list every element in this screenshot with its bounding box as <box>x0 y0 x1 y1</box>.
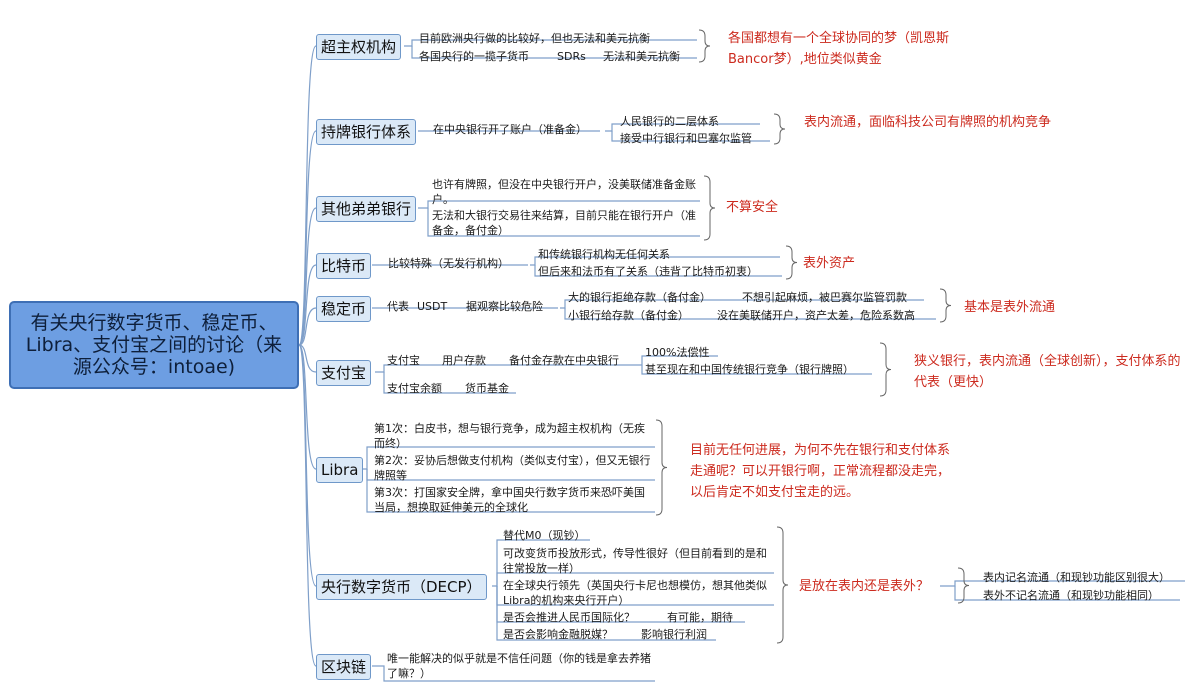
stablecoin-item-usdt[interactable]: USDT <box>417 300 448 313</box>
alipay-item-reserve-central[interactable]: 备付金存款在中央银行 <box>509 354 619 367</box>
topic-small-banks-label: 其他弟弟银行 <box>321 200 412 218</box>
dcep-item-issuance[interactable]: 可改变货币投放形式，传导性很好（但目前看到的是和往常投放一样） <box>503 547 767 575</box>
dcep-item-disintermediation[interactable]: 是否会影响金融脱媒？ <box>503 628 613 641</box>
alipay-item-money-fund[interactable]: 货币基金 <box>465 382 509 395</box>
licensed-note: 表内流通，面临科技公司有牌照的机构竞争 <box>804 115 1052 130</box>
topic-bitcoin-label: 比特币 <box>321 257 367 275</box>
dcep-item-bank-profit[interactable]: 影响银行利润 <box>641 628 707 641</box>
supranational-item-basket[interactable]: 各国央行的一揽子货币 <box>419 50 529 63</box>
topic-small-banks[interactable]: 其他弟弟银行 <box>316 196 417 222</box>
small-banks-note: 不算安全 <box>726 200 779 215</box>
brace-small-banks <box>703 175 716 241</box>
root-to-topic-0 <box>298 45 317 346</box>
brace-alipay <box>879 342 892 397</box>
supranational-item-ecb[interactable]: 目前欧洲央行做的比较好，但也无法和美元抗衡 <box>419 32 650 45</box>
stablecoin-item-small-banks[interactable]: 小银行给存款（备付金） <box>568 309 689 322</box>
supranational-item-cannot-rival[interactable]: 无法和美元抗衡 <box>603 50 680 63</box>
root-to-topic-5 <box>298 344 317 373</box>
supranational-item-sdrs[interactable]: SDRs <box>557 50 586 63</box>
root-to-topic-3 <box>298 264 317 346</box>
brace-libra <box>655 419 668 516</box>
licensed-item-two-tier[interactable]: 人民银行的二层体系 <box>620 115 719 128</box>
bitcoin-item-no-bank-relation[interactable]: 和传统银行机构无任何关系 <box>538 248 670 261</box>
topic-blockchain[interactable]: 区块链 <box>316 654 372 680</box>
topic-libra-label: Libra <box>321 461 359 479</box>
topic-libra[interactable]: Libra <box>316 457 364 483</box>
alipay-item-user-deposits[interactable]: 用户存款 <box>442 354 486 367</box>
topic-stablecoin[interactable]: 稳定币 <box>316 296 372 322</box>
brace-supranational <box>698 29 711 63</box>
small-banks-item-no-reserve[interactable]: 也许有牌照，但没在中央银行开户，没美联储准备金账户。 <box>432 178 696 206</box>
bitcoin-item-no-issuer[interactable]: 比较特殊（无发行机构） <box>388 257 509 270</box>
alipay-item-legal-tender[interactable]: 100%法偿性 <box>645 346 710 359</box>
brace-dcep-leaves <box>957 567 970 604</box>
stablecoin-note: 基本是表外流通 <box>964 300 1056 315</box>
libra-item-first[interactable]: 第1次：白皮书，想与银行竞争，成为超主权机构（无疾而终） <box>374 422 645 450</box>
topic-licensed-banks[interactable]: 持牌银行体系 <box>316 119 417 145</box>
brace-bitcoin <box>785 245 798 280</box>
topic-licensed-banks-label: 持牌银行体系 <box>321 123 412 141</box>
dcep-item-replace-m0[interactable]: 替代M0（现钞） <box>503 529 586 542</box>
alipay-item-compete-banks[interactable]: 甚至现在和中国传统银行竞争（银行牌照） <box>645 363 854 376</box>
root-to-topic-1 <box>298 130 317 346</box>
stablecoin-item-big-banks[interactable]: 大的银行拒绝存款（备付金） <box>568 291 711 304</box>
root-to-topic-2 <box>298 207 317 346</box>
topic-bitcoin[interactable]: 比特币 <box>316 253 372 279</box>
dcep-item-internationalization[interactable]: 是否会推进人民币国际化？ <box>503 611 635 624</box>
brace-stablecoin <box>939 288 952 323</box>
topic-supranational-label: 超主权机构 <box>321 38 397 56</box>
central-topic-label: 有关央行数字货币、稳定币、Libra、支付宝之间的讨论（来源公众号：intoae… <box>25 312 283 378</box>
bitcoin-item-fiat-relation[interactable]: 但后来和法币有了关系（违背了比特币初衷） <box>538 265 758 278</box>
bitcoin-note: 表外资产 <box>803 256 856 271</box>
root-to-topic-4 <box>298 307 317 346</box>
root-to-topic-6 <box>298 344 317 470</box>
alipay-note: 狭义银行，表内流通（全球创新），支付体系的代表（更快） <box>914 354 1181 390</box>
stablecoin-item-high-risk[interactable]: 没在美联储开户，资产太差，危险系数高 <box>717 309 915 322</box>
dcep-note: 是放在表内还是表外？ <box>799 579 930 594</box>
libra-note: 目前无任何进展，为何不先在银行和支付体系走通呢？可以开银行啊，正常流程都没走完，… <box>690 443 951 500</box>
root-to-topic-8 <box>298 344 317 667</box>
brace-licensed <box>773 113 786 145</box>
topic-blockchain-label: 区块链 <box>321 658 367 676</box>
dcep-leaf-on-balance[interactable]: 表内记名流通（和现钞功能区别很大） <box>983 571 1170 584</box>
dcep-leaf-off-balance[interactable]: 表外不记名流通（和现钞功能相同） <box>983 589 1159 602</box>
topic-dcep[interactable]: 央行数字货币（DECP） <box>316 574 487 600</box>
libra-item-second[interactable]: 第2次：妥协后想做支付机构（类似支付宝），但又无银行牌照等 <box>374 454 651 482</box>
blockchain-item-trust[interactable]: 唯一能解决的似乎就是不信任问题（你的钱是拿去养猪了嘛？） <box>387 652 651 680</box>
root-to-topic-7 <box>298 344 317 587</box>
dcep-item-possibly[interactable]: 有可能，期待 <box>667 611 733 624</box>
central-topic[interactable]: 有关央行数字货币、稳定币、Libra、支付宝之间的讨论（来源公众号：intoae… <box>9 301 299 389</box>
dcep-item-global-lead[interactable]: 在全球央行领先（英国央行卡尼也想模仿，想其他类似Libra的机构来央行开户） <box>503 579 767 607</box>
topic-alipay-label: 支付宝 <box>321 364 367 382</box>
alipay-item-alipay[interactable]: 支付宝 <box>387 354 420 367</box>
topic-supranational[interactable]: 超主权机构 <box>316 34 402 60</box>
brace-dcep <box>776 526 789 644</box>
supranational-note: 各国都想有一个全球协同的梦（凯恩斯Bancor梦）,地位类似黄金 <box>728 31 950 67</box>
stablecoin-item-risky[interactable]: 据观察比较危险 <box>466 300 543 313</box>
alipay-item-balance[interactable]: 支付宝余额 <box>387 382 442 395</box>
stablecoin-item-basel-fine[interactable]: 不想引起麻烦，被巴赛尔监管罚款 <box>742 291 907 304</box>
licensed-item-basel[interactable]: 接受中行银行和巴塞尔监管 <box>620 132 752 145</box>
libra-item-third[interactable]: 第3次：打国家安全牌，拿中国央行数字货币来恐吓美国当局，想换取延伸美元的全球化 <box>374 486 645 514</box>
small-banks-item-settlement[interactable]: 无法和大银行交易往来结算，目前只能在银行开户（准备金，备付金） <box>432 209 696 237</box>
licensed-item-reserve-account[interactable]: 在中央银行开了账户（准备金） <box>433 123 587 136</box>
topic-alipay[interactable]: 支付宝 <box>316 360 372 386</box>
topic-stablecoin-label: 稳定币 <box>321 300 367 318</box>
topic-dcep-label: 央行数字货币（DECP） <box>321 578 482 596</box>
stablecoin-item-represent[interactable]: 代表 <box>387 300 409 313</box>
